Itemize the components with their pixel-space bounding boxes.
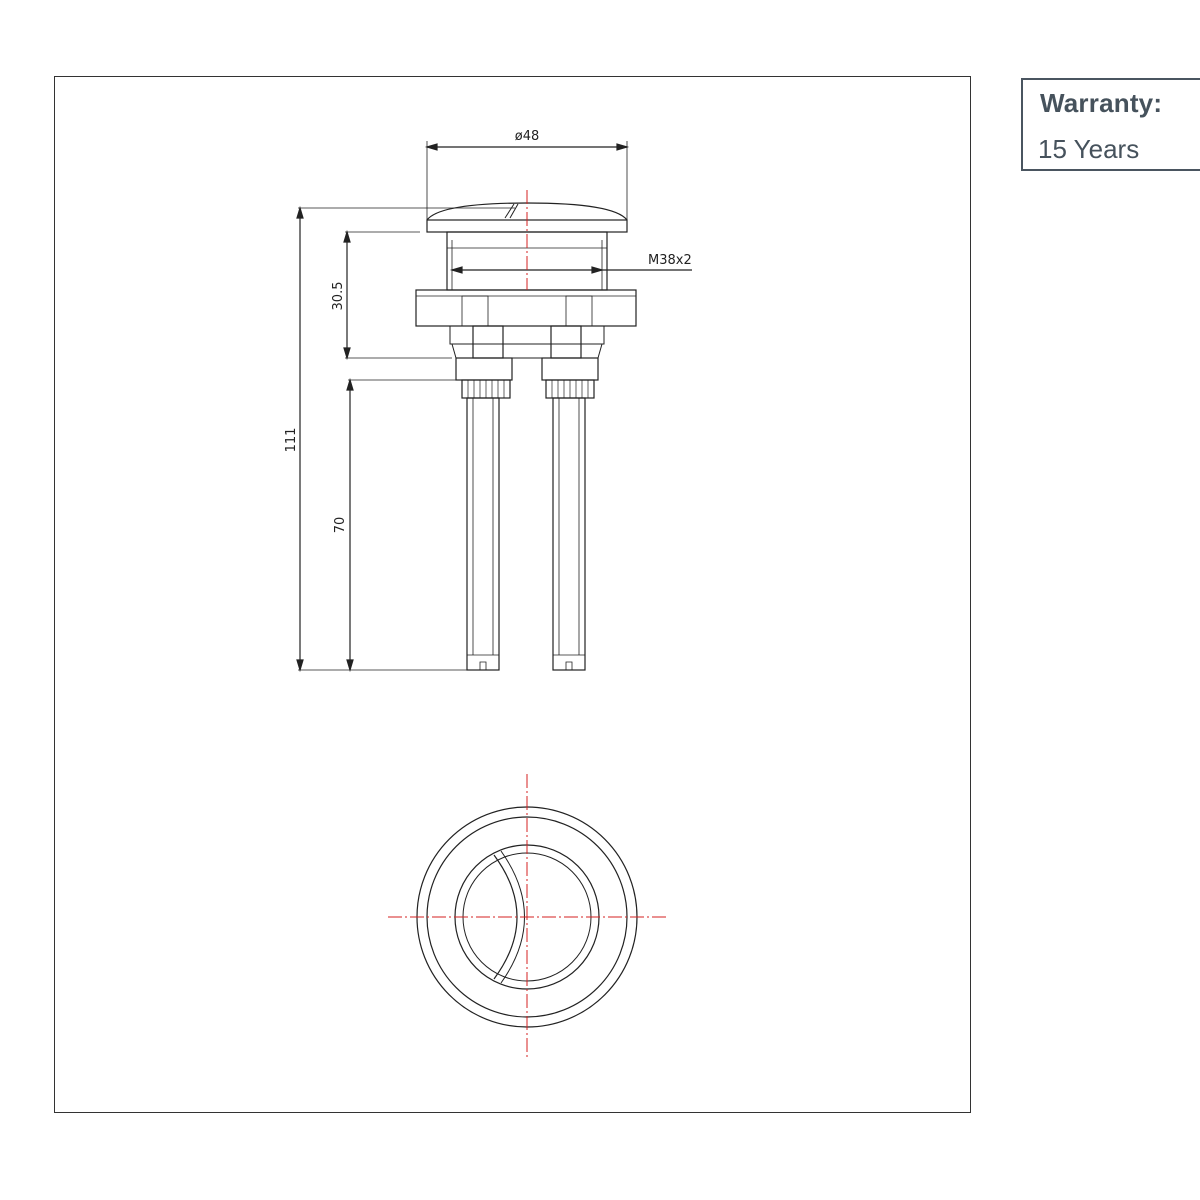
warranty-value: 15 Years bbox=[1038, 134, 1140, 164]
dim-label-diameter: ø48 bbox=[515, 129, 540, 144]
connector-right bbox=[541, 357, 599, 381]
flange-nut bbox=[415, 289, 637, 327]
rod-housing-right bbox=[550, 325, 582, 359]
dim-label-total: 111 bbox=[284, 428, 299, 453]
drawing-frame bbox=[54, 76, 971, 1113]
warranty-title: Warranty: bbox=[1040, 88, 1163, 118]
dim-label-thread: M38x2 bbox=[648, 253, 692, 268]
connector-left bbox=[455, 357, 513, 381]
centerlines bbox=[388, 190, 668, 1060]
warranty-box: Warranty: 15 Years bbox=[1021, 78, 1200, 171]
dim-label-rods: 70 bbox=[333, 517, 348, 534]
dim-label-upper: 30.5 bbox=[331, 282, 346, 311]
push-rod-left bbox=[466, 397, 500, 671]
rod-housing-left bbox=[472, 325, 504, 359]
push-rod-right bbox=[552, 397, 586, 671]
